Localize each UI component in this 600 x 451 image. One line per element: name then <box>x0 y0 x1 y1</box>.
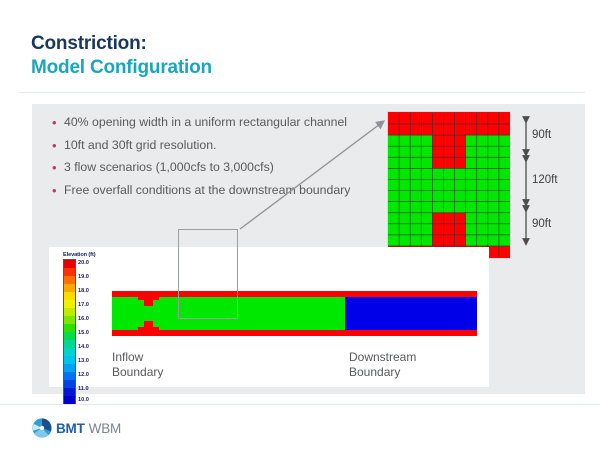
dimension-label-middle: 120ft <box>532 174 558 186</box>
channel-bank-bottom <box>112 330 477 336</box>
list-item: • 10ft and 30ft grid resolution. <box>50 137 390 155</box>
grid-svg <box>388 112 510 258</box>
downstream-boundary-label: Downstream Boundary <box>349 350 416 380</box>
logo-text-bmt: BMT <box>56 420 85 436</box>
constriction-bottom <box>144 321 153 330</box>
bullet-marker-icon: • <box>52 182 57 198</box>
list-item-label: Free overfall conditions at the downstre… <box>64 182 351 197</box>
list-item-label: 40% opening width in a uniform rectangul… <box>64 115 348 129</box>
constriction-top <box>144 297 153 306</box>
bullet-list: • 40% opening width in a uniform rectang… <box>50 114 390 204</box>
legend-tick: 11.0 <box>78 386 89 392</box>
legend-swatch <box>64 300 75 308</box>
legend-swatch <box>64 324 75 332</box>
legend-swatch <box>64 268 75 276</box>
slide-header: Constriction: Model Configuration <box>19 13 585 93</box>
inflow-boundary-label: Inflow Boundary <box>112 350 163 380</box>
legend-swatch <box>64 380 75 388</box>
inflow-boundary-label-line2: Boundary <box>112 365 164 379</box>
legend-tick: 17.0 <box>78 302 89 308</box>
channel-plan-graphic <box>112 291 477 336</box>
model-grid-inset <box>387 111 515 259</box>
legend-swatch <box>64 348 75 356</box>
legend-swatch <box>64 332 75 340</box>
legend-tick: 13.0 <box>78 358 89 364</box>
legend-tick: 10.0 <box>78 397 89 403</box>
dimension-arrows-svg <box>522 116 530 246</box>
page-title-primary: Constriction: <box>31 33 147 54</box>
legend-swatch <box>64 356 75 364</box>
legend-swatch <box>64 260 75 268</box>
channel-water-area <box>345 297 477 330</box>
slide-footer: BMT WBM <box>0 404 600 451</box>
bullet-marker-icon: • <box>52 137 57 153</box>
legend-swatch <box>64 308 75 316</box>
bmt-wbm-logo: BMT WBM <box>31 417 121 439</box>
page-title-secondary: Model Configuration <box>31 57 212 78</box>
legend-tick: 14.0 <box>78 344 89 350</box>
list-item: • Free overfall conditions at the downst… <box>50 182 390 200</box>
channel-bank-top <box>112 291 477 297</box>
legend-colorbar <box>63 259 76 405</box>
legend-swatch <box>64 292 75 300</box>
elevation-legend: Elevation (ft) <box>63 252 115 405</box>
legend-tick: 16.0 <box>78 316 89 322</box>
list-item: • 3 flow scenarios (1,000cfs to 3,000cfs… <box>50 159 390 177</box>
list-item-label: 3 flow scenarios (1,000cfs to 3,000cfs) <box>64 160 274 174</box>
legend-tick: 19.0 <box>78 274 89 280</box>
legend-swatch <box>64 364 75 372</box>
list-item-label: 10ft and 30ft grid resolution. <box>64 137 217 152</box>
dimension-annotations: 90ft 120ft 90ft <box>518 112 588 262</box>
downstream-boundary-label-line1: Downstream <box>349 350 417 364</box>
legend-swatch <box>64 284 75 292</box>
legend-tick: 12.0 <box>78 372 89 378</box>
grid-canvas <box>387 111 511 259</box>
bullet-marker-icon: • <box>52 160 57 175</box>
content-panel: • 40% opening width in a uniform rectang… <box>32 104 588 405</box>
dimension-label-top: 90ft <box>532 129 552 141</box>
legend-tick: 18.0 <box>78 288 89 294</box>
downstream-boundary-label-line2: Boundary <box>349 365 401 379</box>
legend-title: Elevation (ft) <box>63 252 96 258</box>
plan-view-panel: Elevation (ft) <box>49 247 489 405</box>
legend-tick: 15.0 <box>78 330 89 336</box>
legend-swatch <box>64 372 75 380</box>
legend-swatch <box>64 340 75 348</box>
legend-swatch <box>64 388 75 396</box>
zoom-callout-box <box>178 229 238 319</box>
legend-swatch <box>64 396 75 404</box>
legend-swatch <box>64 276 75 284</box>
list-item: • 40% opening width in a uniform rectang… <box>50 114 390 132</box>
bmt-swirl-icon <box>32 418 52 438</box>
dimension-label-bottom: 90ft <box>532 218 552 230</box>
legend-tick: 20.0 <box>78 260 89 266</box>
bullet-marker-icon: • <box>52 115 57 130</box>
logo-text-wbm: WBM <box>88 420 122 436</box>
legend-body: 20.0 19.0 18.0 17.0 16.0 15.0 14.0 13.0 … <box>63 259 115 405</box>
legend-swatch <box>64 316 75 324</box>
inflow-boundary-label-line1: Inflow <box>112 350 144 364</box>
